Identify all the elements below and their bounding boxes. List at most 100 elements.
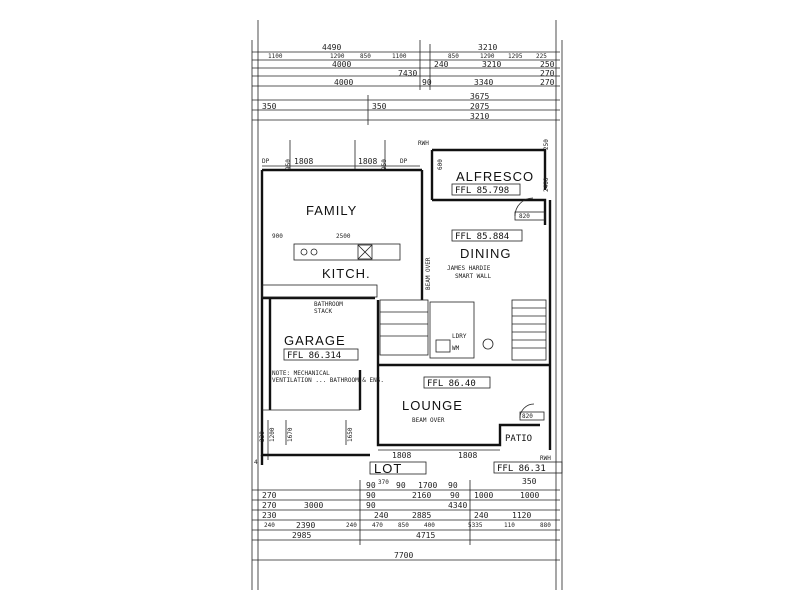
laundry: LDRY WM: [429, 301, 494, 359]
room-family-label: FAMILY: [306, 203, 357, 218]
dim-text: 1000: [474, 491, 493, 500]
dim-text: 600: [437, 159, 444, 170]
beam-over-note: BEAM OVER: [425, 257, 432, 290]
downpipe-label: DP: [262, 158, 270, 165]
ffl-alfresco: FFL 85.798: [455, 186, 509, 196]
ffl-dining: FFL 85.884: [455, 232, 509, 242]
dim-text: 110: [504, 522, 515, 529]
dim-text: 370: [378, 479, 389, 486]
dim-text: 1100: [392, 53, 407, 60]
dim-text: 2985: [292, 531, 311, 540]
smart-wall-note-line1: JAMES HARDIE: [447, 265, 491, 272]
doors: [514, 197, 546, 421]
level-tags: FFL 85.798 FFL 85.884 FFL 86.314 FFL 86.…: [283, 183, 563, 474]
ffl-lounge: FFL 86.40: [427, 379, 476, 389]
dim-text: 1290: [480, 53, 495, 60]
top-dimensions: 4490 3210 1100 1290 850 1100 850 1290 12…: [252, 40, 560, 125]
dim-text: 950: [285, 159, 292, 170]
laundry-label: LDRY: [452, 333, 467, 340]
floor-waste-icon: [482, 338, 494, 350]
bathroom-stack-line1: BATHROOM: [314, 301, 343, 308]
dim-text: 240: [264, 522, 275, 529]
kitchen-bench: [261, 284, 378, 298]
dim-text: 470: [372, 522, 383, 529]
dim-text: 1295: [508, 53, 523, 60]
bathroom-stack-line2: STACK: [314, 308, 332, 315]
cooktop-icon: [357, 244, 373, 260]
dim-total-7700: 7700: [394, 551, 413, 560]
bottom-dimensions: 90 370 90 1700 90 270 90 2160 90 1000 10…: [252, 477, 560, 561]
dim-top-4490: 4490: [322, 43, 341, 52]
dim-text: 2075: [470, 102, 489, 111]
room-dining-label: DINING: [460, 246, 512, 261]
dim-text: 3340: [474, 78, 493, 87]
dim-text: 4000: [334, 78, 353, 87]
downpipe-label: DP: [400, 158, 408, 165]
dim-text: 2390: [296, 521, 315, 530]
dim-text: 270: [540, 69, 555, 78]
dim-text: 1000: [520, 491, 539, 500]
kitchen-island: [293, 243, 401, 261]
dim-text: 4000: [332, 60, 351, 69]
garage-ventilation-line2: VENTILATION ... BATHROOM & ENS.: [272, 377, 384, 384]
washing-machine-label: WM: [452, 345, 460, 352]
dim-text: 820: [519, 213, 530, 220]
dim-text: 880: [540, 522, 551, 529]
room-garage-label: GARAGE: [284, 333, 346, 348]
dim-text: 850: [398, 522, 409, 529]
dim-text: 350: [372, 102, 387, 111]
dim-text: 240: [374, 511, 389, 520]
dim-text: 7430: [398, 69, 417, 78]
dim-text: 1808: [358, 157, 377, 166]
kitchen-fixtures: 900 2500: [261, 233, 401, 298]
dim-text: 1200: [269, 427, 276, 442]
dim-text: 1650: [347, 427, 354, 442]
dim-text: 1100: [268, 53, 283, 60]
dim-text: 4715: [416, 531, 435, 540]
dim-text: 3000: [304, 501, 323, 510]
dim-text: 5335: [468, 522, 483, 529]
walls: [260, 148, 552, 465]
lower-windows: 1808 1808 LOT: [369, 449, 500, 476]
dim-text: 1700: [418, 481, 437, 490]
dim-text: 90: [366, 491, 376, 500]
dim-text: 270: [540, 78, 555, 87]
dim-text: 1808: [458, 451, 477, 460]
dim-text: 4: [254, 459, 258, 466]
lot-tag: [369, 461, 427, 475]
dim-text: 90: [396, 481, 406, 490]
dim-text: 225: [536, 53, 547, 60]
dim-text: 350: [262, 102, 277, 111]
dim-text: 1290: [330, 53, 345, 60]
dim-text: 2400: [543, 177, 550, 192]
dim-text: 90: [448, 481, 458, 490]
dim-text: 1808: [392, 451, 411, 460]
washing-machine-icon: [435, 339, 451, 353]
ffl-patio: FFL 86.31: [497, 464, 546, 474]
dim-text: 3210: [482, 60, 501, 69]
dim-text: 90: [366, 481, 376, 490]
stairs: [379, 299, 547, 361]
rainwater-head-label: RWH: [418, 140, 429, 147]
dim-text: 1670: [287, 427, 294, 442]
area-patio-label: PATIO: [505, 434, 532, 444]
dim-text: 850: [360, 53, 371, 60]
upper-windows: DP 1808 1808 DP RWH: [262, 140, 429, 170]
dim-text: 900: [272, 233, 283, 240]
dim-text: 90: [422, 78, 432, 87]
dim-text: 1120: [512, 511, 531, 520]
dim-text: 90: [450, 491, 460, 500]
dim-text: 270: [262, 501, 277, 510]
dim-text: 400: [424, 522, 435, 529]
dim-text: 230: [259, 431, 266, 442]
beam-over-lounge-note: BEAM OVER: [412, 417, 445, 424]
room-kitchen-label: KITCH.: [322, 266, 371, 281]
dim-top-3210: 3210: [478, 43, 497, 52]
dim-text: 2160: [412, 491, 431, 500]
dim-text: 230: [262, 511, 277, 520]
dim-text: 240: [474, 511, 489, 520]
dim-text: 1808: [294, 157, 313, 166]
room-alfresco-label: ALFRESCO: [456, 169, 534, 184]
dim-text: 2885: [412, 511, 431, 520]
